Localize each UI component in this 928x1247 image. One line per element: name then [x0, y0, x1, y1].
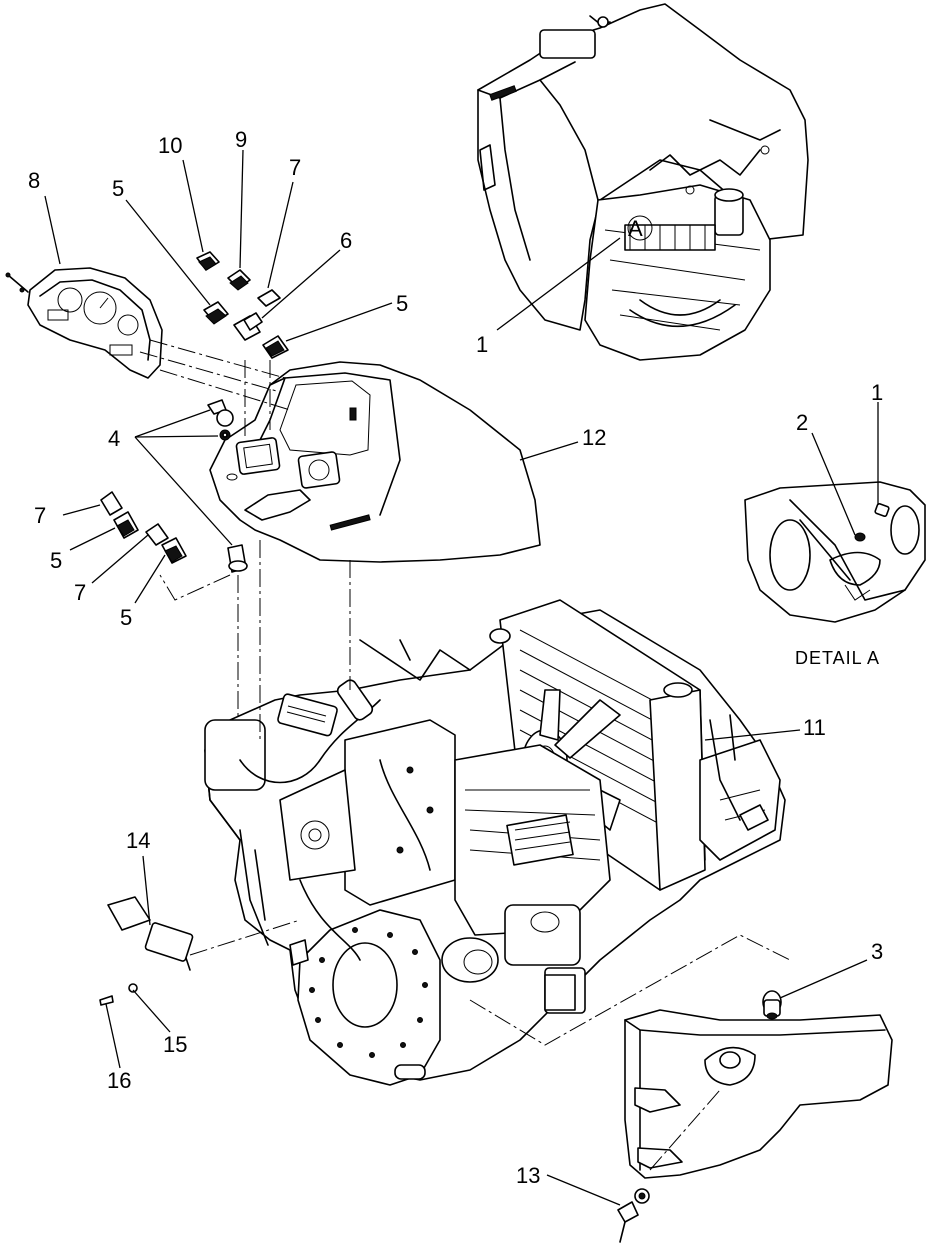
callout-5-left: 5 — [50, 548, 62, 573]
callout-15: 15 — [163, 1032, 187, 1057]
callout-5-lower: 5 — [120, 605, 132, 630]
key-switch-parts — [207, 399, 248, 573]
callout-4: 4 — [108, 426, 120, 451]
detail-a-caption: DETAIL A — [795, 648, 880, 668]
relay-parts — [99, 896, 194, 1006]
callout-14: 14 — [126, 828, 150, 853]
callout-11: 11 — [803, 715, 826, 740]
callout-6: 6 — [340, 228, 352, 253]
callout-2: 2 — [796, 410, 808, 435]
callout-8: 8 — [28, 168, 40, 193]
switch-group-upper — [196, 251, 289, 359]
callout-16: 16 — [107, 1068, 131, 1093]
dash-panel — [209, 361, 541, 563]
callout-1-hood: 1 — [476, 332, 488, 357]
callout-7-lower: 7 — [74, 580, 86, 605]
callout-1-detail: 1 — [871, 380, 883, 405]
callout-10: 10 — [158, 133, 182, 158]
leader-lines — [44, 149, 879, 1206]
side-cover — [617, 990, 893, 1243]
callout-7-top: 7 — [289, 155, 301, 180]
instrument-cluster — [5, 267, 163, 379]
switch-group-lower — [100, 491, 187, 564]
hood-assembly: A — [477, 3, 809, 361]
callout-5-top: 5 — [112, 176, 124, 201]
assembly-lines — [139, 339, 791, 1171]
callout-5-right: 5 — [396, 291, 408, 316]
main-chassis — [204, 599, 786, 1086]
callout-13: 13 — [516, 1163, 540, 1188]
callout-7-left: 7 — [34, 503, 46, 528]
detail-marker-a: A — [628, 216, 643, 241]
callout-3: 3 — [871, 939, 883, 964]
callout-12: 12 — [582, 425, 606, 450]
callout-labels: 8 10 9 7 5 6 5 1 4 12 7 5 7 5 2 1 11 14 … — [28, 127, 883, 1188]
callout-9: 9 — [235, 127, 247, 152]
detail-a-view: DETAIL A — [744, 481, 926, 668]
